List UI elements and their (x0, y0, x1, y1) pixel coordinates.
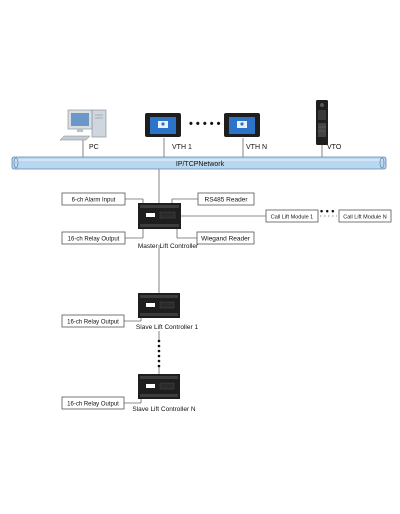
svg-text:16-ch Relay Output: 16-ch Relay Output (67, 402, 119, 408)
slave-controller-n-label: Slave Lift Controller N (132, 406, 196, 413)
connection-lines (82, 137, 323, 404)
svg-text:Call Lift Module 1: Call Lift Module 1 (271, 215, 314, 221)
slave-vertical-ellipsis (157, 339, 161, 368)
slaven-relay-output-box: 16-ch Relay Output (61, 396, 125, 410)
rs485-reader-box: RS485 Reader (197, 192, 255, 206)
slave-controller-1-label: Slave Lift Controller 1 (136, 324, 199, 331)
svg-text:16-ch Relay Output: 16-ch Relay Output (67, 320, 119, 326)
network-bar: IP/TCPNetwork (11, 156, 387, 170)
call-lift-module-1-box: Call Lift Module 1 (265, 209, 319, 223)
pc-icon (59, 109, 107, 141)
call-module-ellipsis: • • • (320, 206, 334, 216)
call-lift-module-n-box: Call Lift Module N (338, 209, 392, 223)
slave-controller-1-icon (138, 293, 180, 318)
svg-text:Call Lift Module N: Call Lift Module N (343, 215, 386, 221)
vthn-label: VTH N (246, 144, 267, 151)
svg-text:Wiegand Reader: Wiegand Reader (201, 236, 251, 243)
master-controller-label: Master Lift Controller (138, 243, 199, 250)
vthn-icon (224, 113, 260, 137)
pc-label: PC (89, 144, 99, 151)
alarm-input-box: 6-ch Alarm Input (61, 192, 126, 206)
master-relay-output-box: 16-ch Relay Output (61, 231, 126, 245)
vth1-label: VTH 1 (172, 144, 192, 151)
svg-text:6-ch Alarm Input: 6-ch Alarm Input (72, 198, 116, 204)
vth-ellipsis: • • • • • (189, 118, 221, 130)
slave-controller-n-icon (138, 374, 180, 399)
svg-text:16-ch Relay Output: 16-ch Relay Output (68, 237, 120, 243)
vto-label: VTO (327, 144, 342, 151)
vto-icon (316, 100, 328, 145)
network-label: IP/TCPNetwork (176, 161, 225, 168)
wiegand-reader-box: Wiegand Reader (196, 231, 255, 245)
svg-text:RS485 Reader: RS485 Reader (205, 197, 249, 204)
master-controller-icon (138, 203, 181, 229)
slave1-relay-output-box: 16-ch Relay Output (61, 314, 125, 328)
vth1-icon (145, 113, 181, 137)
